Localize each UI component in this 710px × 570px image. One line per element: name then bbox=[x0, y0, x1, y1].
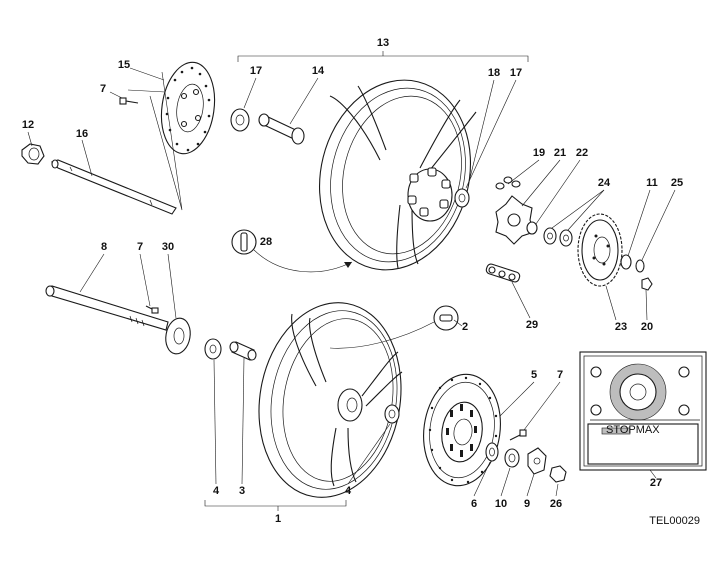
callout-23: 23 bbox=[615, 321, 627, 333]
bearing-4-right bbox=[384, 404, 400, 424]
screw-7-middle bbox=[145, 305, 159, 314]
spacer-14 bbox=[258, 113, 305, 145]
spacer-flange-30 bbox=[165, 317, 191, 355]
callout-29: 29 bbox=[526, 319, 538, 331]
callout-17-right: 17 bbox=[510, 67, 522, 79]
sprocket-hardware bbox=[620, 254, 653, 291]
kit-panel-27 bbox=[579, 351, 707, 471]
callout-21: 21 bbox=[554, 147, 566, 159]
callout-24: 24 bbox=[598, 177, 611, 189]
callout-27: 27 bbox=[650, 477, 662, 489]
axle-nut-12 bbox=[21, 143, 45, 165]
screw-7-lower bbox=[509, 429, 527, 441]
callout-12: 12 bbox=[22, 119, 34, 131]
bracket-1 bbox=[204, 500, 347, 511]
callout-26: 26 bbox=[550, 498, 562, 510]
callout-7-lower: 7 bbox=[557, 369, 563, 381]
callout-25: 25 bbox=[671, 177, 683, 189]
callout-16: 16 bbox=[76, 128, 88, 140]
rear-brake-disc bbox=[160, 61, 216, 155]
callout-6: 6 bbox=[471, 498, 477, 510]
callout-numbers: 13 15 7 12 16 17 14 18 17 19 21 22 24 11… bbox=[22, 37, 683, 525]
callout-10: 10 bbox=[495, 498, 507, 510]
bearing-17-left bbox=[230, 108, 250, 132]
callout-19: 19 bbox=[533, 147, 545, 159]
front-axle bbox=[45, 285, 169, 331]
callout-13: 13 bbox=[377, 37, 389, 49]
rear-axle bbox=[50, 159, 177, 215]
valve-detail-28 bbox=[231, 229, 353, 273]
bearing-4-left bbox=[204, 338, 222, 360]
callout-30: 30 bbox=[162, 241, 174, 253]
callout-3: 3 bbox=[239, 485, 245, 497]
chain-link bbox=[485, 263, 521, 283]
callout-15: 15 bbox=[118, 59, 130, 71]
disc-screw-top bbox=[119, 97, 139, 105]
valve-detail-2 bbox=[329, 305, 459, 349]
callout-5: 5 bbox=[531, 369, 537, 381]
callout-17-left: 17 bbox=[250, 65, 262, 77]
rear-wheel bbox=[318, 79, 477, 271]
callout-1: 1 bbox=[275, 513, 281, 525]
decal-sticker-text: STOPMAX bbox=[606, 424, 660, 436]
callout-9: 9 bbox=[524, 498, 530, 510]
front-wheel bbox=[258, 302, 403, 498]
callout-4-right: 4 bbox=[345, 485, 352, 497]
reference-code: TEL00029 bbox=[649, 515, 700, 527]
spacer-3 bbox=[229, 341, 257, 361]
callout-2: 2 bbox=[462, 321, 468, 333]
callout-7-middle: 7 bbox=[137, 241, 143, 253]
callout-18: 18 bbox=[488, 67, 500, 79]
callout-7-top: 7 bbox=[100, 83, 106, 95]
callout-8: 8 bbox=[101, 241, 107, 253]
callout-4-left: 4 bbox=[213, 485, 220, 497]
rear-sprocket bbox=[577, 213, 623, 287]
bearings-24 bbox=[543, 227, 573, 247]
callout-28: 28 bbox=[260, 236, 272, 248]
leader-lines bbox=[27, 67, 676, 497]
callout-22: 22 bbox=[576, 147, 588, 159]
callout-20: 20 bbox=[641, 321, 653, 333]
callout-14: 14 bbox=[312, 65, 325, 77]
front-brake-disc bbox=[423, 373, 501, 487]
callout-11: 11 bbox=[646, 177, 658, 189]
bracket-13 bbox=[237, 51, 529, 62]
front-hub-hardware bbox=[485, 442, 567, 483]
sprocket-carrier bbox=[495, 176, 538, 245]
